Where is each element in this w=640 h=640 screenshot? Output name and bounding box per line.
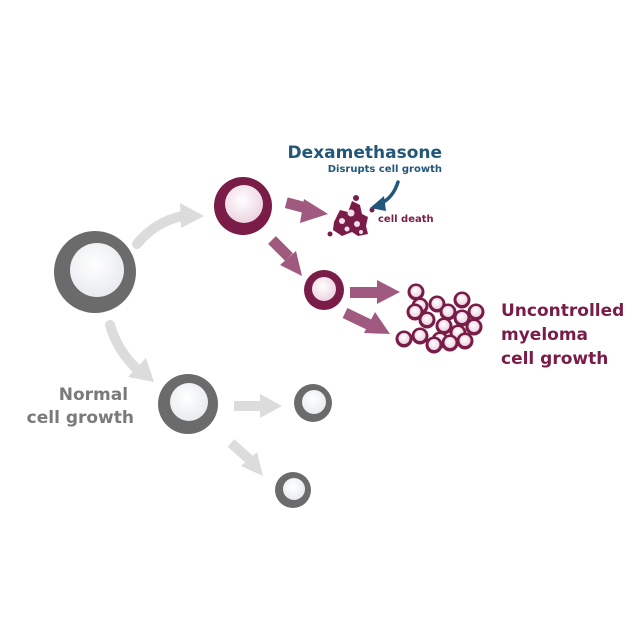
arrowhead <box>280 251 302 276</box>
arrowhead <box>180 203 204 228</box>
cluster-cell <box>456 332 474 350</box>
arrow-daughter-to-cluster-2 <box>342 308 373 330</box>
arrow-normal-to-daughter <box>105 320 143 375</box>
arrowhead <box>377 280 400 304</box>
myeloma-label-line-3: cell growth <box>501 349 608 369</box>
normal-label-line-1: Normal <box>59 385 128 405</box>
arrowhead <box>241 452 263 476</box>
normal-cell-small-1 <box>294 384 332 422</box>
arrow-normal-to-myeloma <box>132 211 187 249</box>
arrow-myeloma-to-daughter <box>268 236 293 261</box>
arrow-daughter-to-small-1 <box>234 401 262 411</box>
dead-cell <box>327 195 375 237</box>
normal-cell-small-2 <box>275 472 311 508</box>
cluster-cell <box>453 291 471 309</box>
myeloma-label-line-2: myeloma <box>501 325 588 345</box>
cluster-cell <box>467 303 485 321</box>
arrowhead <box>260 394 282 418</box>
cluster-cell <box>407 283 425 301</box>
cluster-cell <box>425 336 443 354</box>
normal-label: Normal cell growth <box>27 385 134 428</box>
cluster-cell <box>395 330 413 348</box>
myeloma-label-line-1: Uncontrolled <box>501 301 624 321</box>
arrowhead <box>128 358 154 382</box>
cluster-cell <box>411 327 429 345</box>
drug-name: Dexamethasone <box>288 143 442 163</box>
normal-label-line-2: cell growth <box>27 408 134 428</box>
cluster-cell <box>406 303 424 321</box>
arrow-daughter-to-cluster-1 <box>350 287 380 298</box>
arrow-daughter-to-small-2 <box>227 439 254 464</box>
myeloma-cell-cluster <box>395 283 485 354</box>
cluster-cell <box>439 303 457 321</box>
cluster-cell <box>441 334 459 352</box>
cluster-cell <box>465 318 483 336</box>
myeloma-cell-daughter <box>304 270 344 310</box>
normal-path-arrows <box>105 203 282 476</box>
normal-cell-daughter <box>158 374 218 434</box>
arrowhead <box>364 312 390 334</box>
arrowhead <box>300 199 328 223</box>
normal-cell-large <box>54 231 136 313</box>
cell-death-label: cell death <box>378 214 434 225</box>
arrowhead <box>370 196 386 211</box>
myeloma-label: Uncontrolled myeloma cell growth <box>501 301 630 369</box>
myeloma-path-arrows <box>268 197 400 334</box>
cluster-cell <box>453 309 471 327</box>
drug-effect: Disrupts cell growth <box>328 164 442 175</box>
myeloma-cell <box>214 177 272 235</box>
cluster-cell <box>418 311 436 329</box>
cluster-cell <box>435 317 453 335</box>
